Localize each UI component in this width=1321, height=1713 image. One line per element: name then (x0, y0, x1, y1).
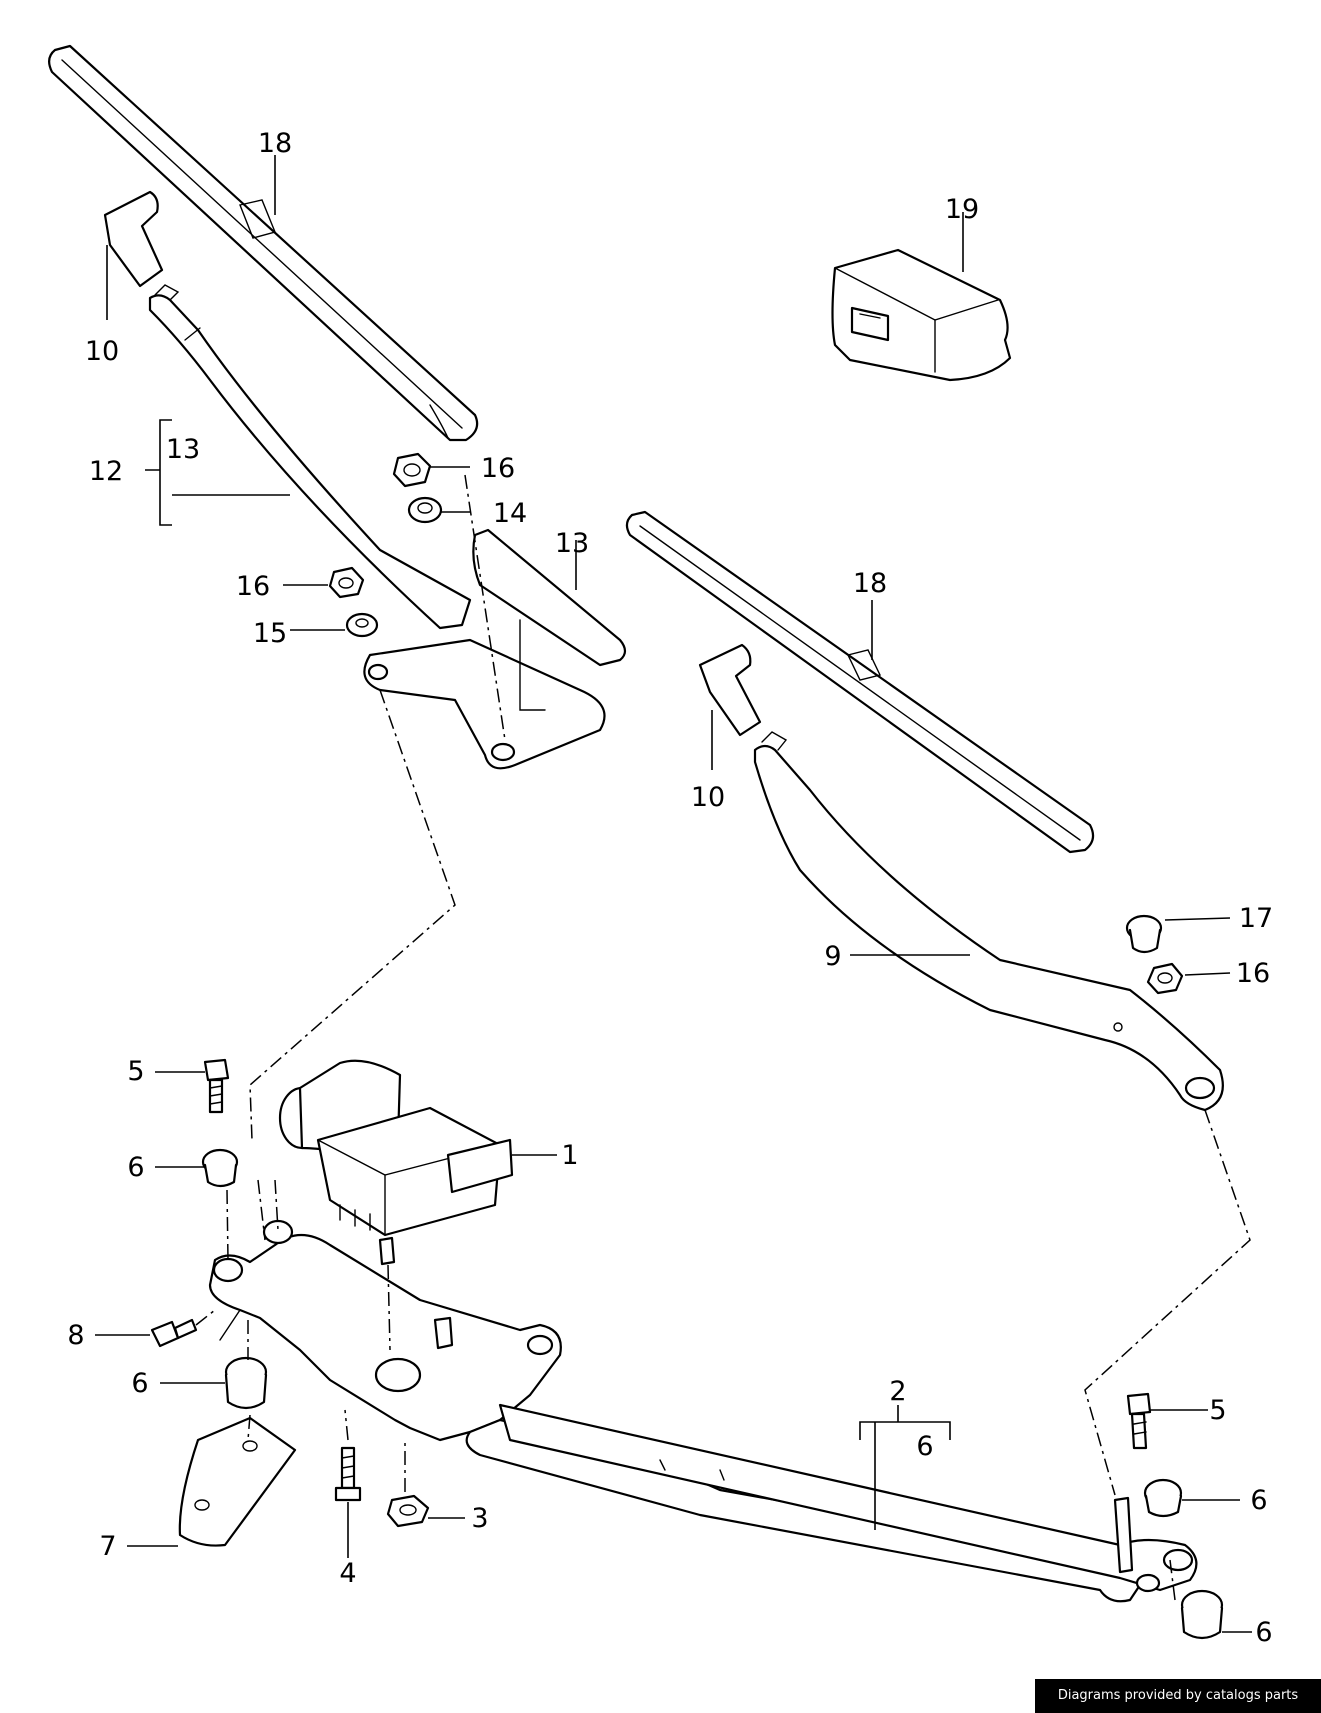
bushing-6-right-lower (1180, 1589, 1224, 1640)
callout-19: 19 (945, 194, 979, 225)
callout-10-right: 10 (691, 782, 725, 813)
callout-9: 9 (824, 941, 841, 972)
nut-3 (386, 1494, 430, 1528)
mounting-bracket-7 (178, 1416, 297, 1547)
callout-6-right-upper: 6 (1250, 1485, 1267, 1516)
callout-18-left: 18 (258, 128, 292, 159)
diagram-credit-footer: Diagrams provided by catalogs parts (1035, 1679, 1321, 1713)
wiper-frame-linkage (208, 1219, 1198, 1603)
callout-14: 14 (493, 498, 527, 529)
callout-18-right: 18 (853, 568, 887, 599)
callout-15: 15 (253, 618, 287, 649)
left-arm-nut-upper (392, 452, 432, 488)
left-arm-washer-14 (407, 496, 443, 524)
right-cover-clip (698, 643, 762, 737)
left-arm-bracket (363, 528, 627, 770)
alignment-line-bolt-left (226, 1189, 251, 1441)
callout-17: 17 (1239, 903, 1273, 934)
callout-12: 12 (89, 456, 123, 487)
callout-16-left-upper: 16 (481, 453, 515, 484)
alignment-line-screw-8 (195, 1309, 216, 1326)
bolt-5-right (1126, 1392, 1152, 1450)
bolt-5-left (203, 1058, 230, 1114)
screw-8 (150, 1318, 198, 1348)
callout-5-left: 5 (127, 1056, 144, 1087)
alignment-line-left-arm-2 (464, 474, 506, 741)
callout-1: 1 (561, 1140, 578, 1171)
callout-13-arm: 13 (555, 528, 589, 559)
right-arm-cap (1125, 914, 1163, 954)
left-arm-nut-lower (328, 566, 365, 599)
callout-6-right-lower: 6 (1255, 1617, 1272, 1648)
callout-8: 8 (67, 1320, 84, 1351)
wiper-control-module (831, 248, 1012, 382)
wiper-motor (278, 1059, 514, 1266)
alignment-line-bolt-4 (344, 1409, 349, 1441)
bushing-6-lower-left (224, 1356, 268, 1410)
left-wiper-arm (148, 284, 472, 630)
alignment-line-bushing-right (1169, 1559, 1176, 1601)
alignment-line-right-arm (1084, 1109, 1251, 1496)
alignment-line-left-arm (249, 689, 456, 1141)
right-wiper-blade (625, 510, 1095, 854)
callout-2: 2 (889, 1376, 906, 1407)
callout-6-frame: 6 (916, 1431, 933, 1462)
left-wiper-blade (48, 44, 479, 442)
bolt-4 (334, 1446, 362, 1502)
bushing-6-right-upper (1143, 1478, 1183, 1518)
callout-10-left: 10 (85, 336, 119, 367)
leader-lines (95, 155, 1252, 1633)
callout-6-upper-left: 6 (127, 1152, 144, 1183)
alignment-line-bracket-post (257, 1179, 279, 1241)
bushing-6-upper-left (201, 1148, 239, 1188)
callout-5-right: 5 (1209, 1395, 1226, 1426)
callout-4: 4 (339, 1558, 356, 1589)
callout-3: 3 (471, 1503, 488, 1534)
callout-labels: 18 10 12 13 16 14 13 16 15 19 18 10 9 17… (67, 128, 1273, 1648)
callout-16-left-lower: 16 (236, 571, 270, 602)
callout-13-bracket: 13 (166, 434, 200, 465)
left-arm-washer-15 (345, 612, 379, 638)
right-wiper-arm (753, 731, 1224, 1112)
callout-7: 7 (99, 1531, 116, 1562)
right-arm-nut (1146, 962, 1184, 995)
callout-16-right: 16 (1236, 958, 1270, 989)
left-cover-clip (103, 190, 164, 288)
callout-6-lower-left: 6 (131, 1368, 148, 1399)
